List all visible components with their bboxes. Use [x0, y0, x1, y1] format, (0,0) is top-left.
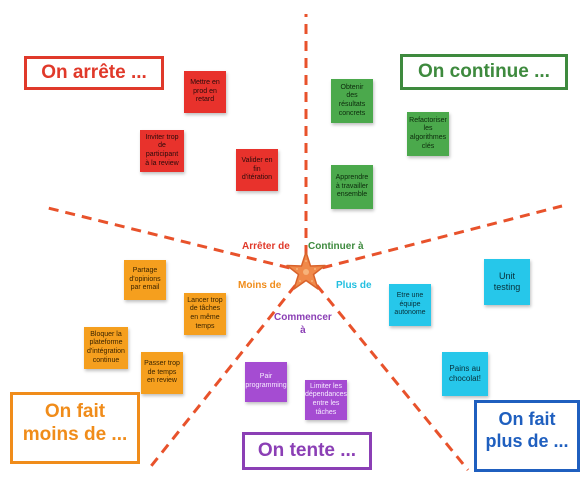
section-title-more: On fait plus de ... [474, 400, 580, 472]
center-label-stop: Arrêter de [242, 241, 290, 252]
section-title-try: On tente ... [242, 432, 372, 470]
sticky-note-less[interactable]: Bloquer la plateforme d'intégration cont… [84, 327, 128, 369]
center-label-more: Plus de [336, 280, 372, 291]
sticky-note-stop[interactable]: Valider en fin d'itération [236, 149, 278, 191]
sticky-note-try[interactable]: Pair programming [245, 362, 287, 402]
sticky-note-continue[interactable]: Apprendre à travailler ensemble [331, 165, 373, 209]
center-label-less: Moins de [238, 280, 282, 291]
section-title-continue: On continue ... [400, 54, 568, 90]
starfish-icon [286, 251, 326, 290]
sticky-note-more[interactable]: Etre une équipe autonome [389, 284, 431, 326]
sticky-note-less[interactable]: Lancer trop de tâches en même temps [184, 293, 226, 335]
divider-upper-left [47, 206, 307, 274]
sticky-note-try[interactable]: Limiter les dépendances entre les tâches [305, 380, 347, 420]
sticky-note-stop[interactable]: Mettre en prod en retard [184, 71, 226, 113]
divider-lower-right [304, 271, 470, 471]
section-title-stop: On arrête ... [24, 56, 164, 90]
sticky-note-continue[interactable]: Refactoriser les algorithmes clés [407, 112, 449, 156]
sticky-note-more[interactable]: Unit testing [484, 259, 530, 305]
sticky-note-less[interactable]: Passer trop de temps en review [141, 352, 183, 394]
sticky-note-less[interactable]: Partage d'opinions par email [124, 260, 166, 300]
center-label-start: Commencer à [274, 312, 332, 336]
section-title-less: On fait moins de ... [10, 392, 140, 464]
divider-lower-left [146, 271, 308, 471]
sticky-note-stop[interactable]: Inviter trop de participant à la review [140, 130, 184, 172]
sticky-note-more[interactable]: Pains au chocolat! [442, 352, 488, 396]
sticky-note-continue[interactable]: Obtenir des résultats concrets [331, 79, 373, 123]
center-label-continue: Continuer à [308, 241, 364, 252]
